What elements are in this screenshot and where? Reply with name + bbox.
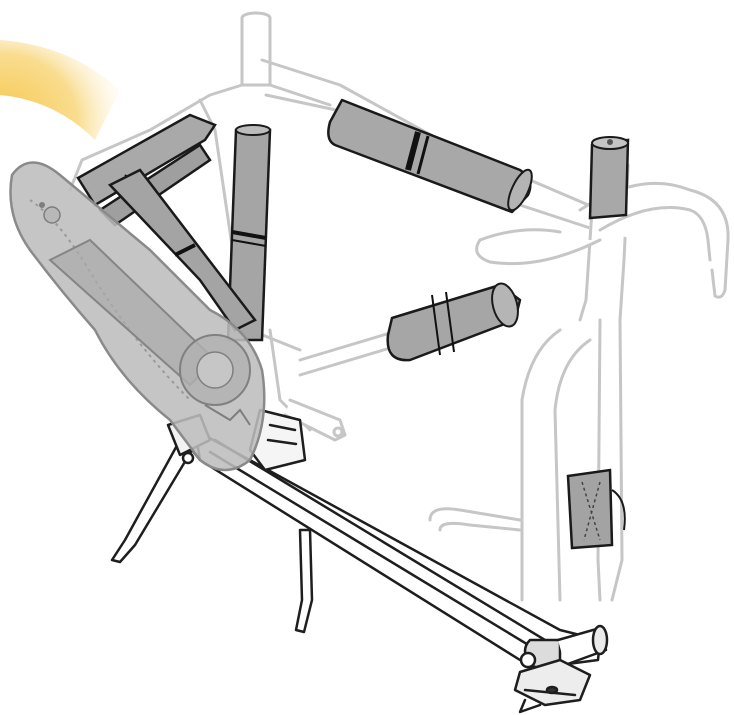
frame-padding-down-tube	[388, 281, 523, 360]
frame-padding-top-tube	[328, 100, 536, 213]
stem-pad	[590, 137, 628, 218]
highlight-glow	[0, 40, 120, 140]
